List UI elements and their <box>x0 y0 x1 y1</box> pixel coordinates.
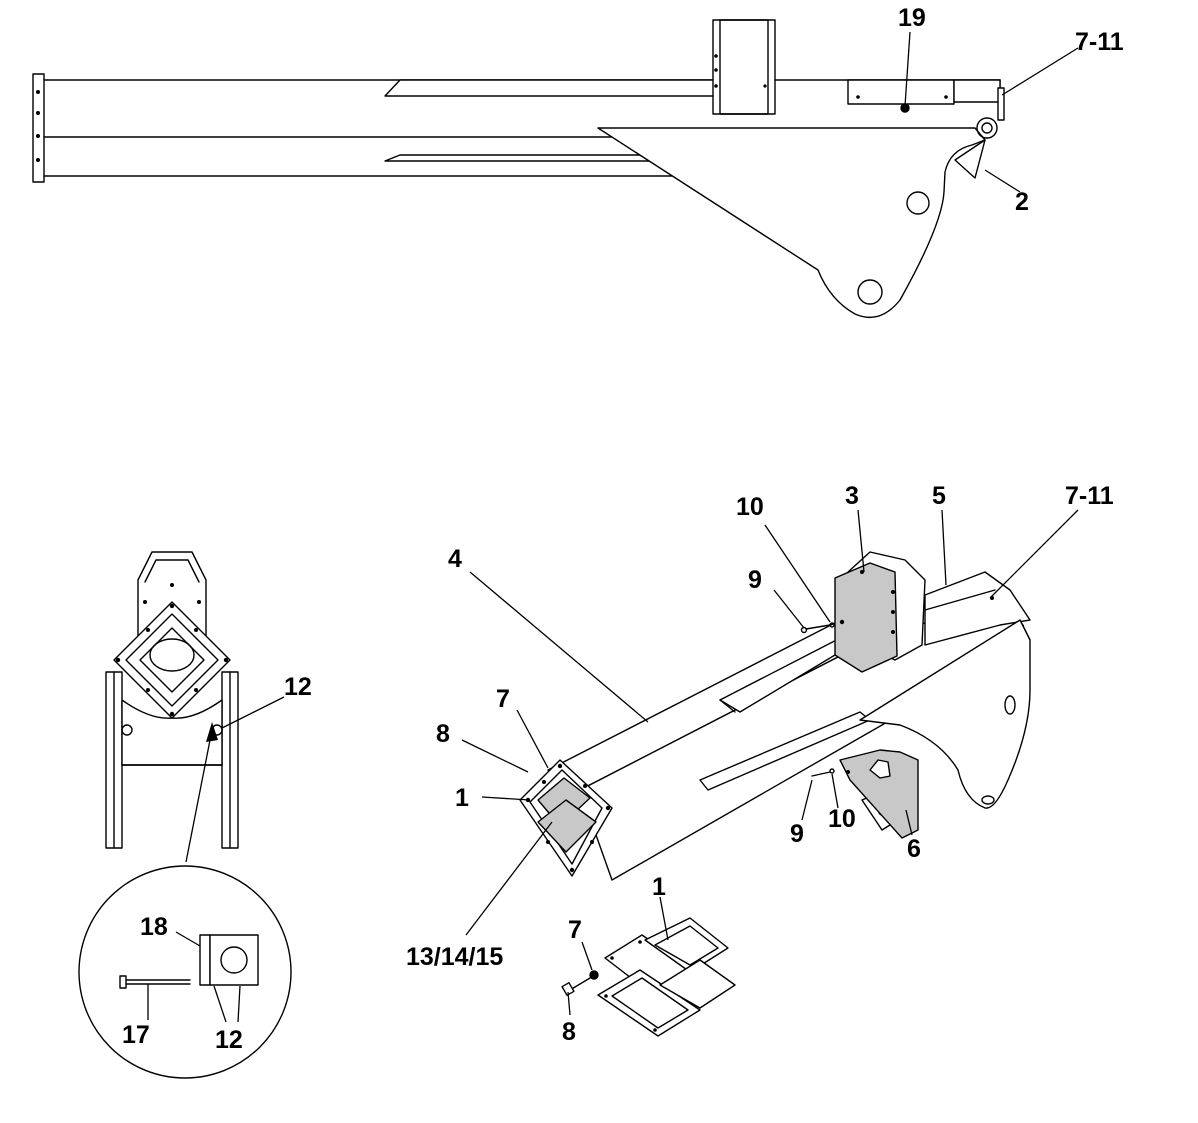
end-view: 12 18 17 12 <box>78 551 312 1079</box>
pad-lower-right <box>659 959 736 1009</box>
detail-callout-17: 17 <box>122 1021 150 1049</box>
iso-side-gusset <box>859 619 1031 809</box>
mount-plate <box>712 19 776 115</box>
upper-pin-hole <box>906 191 930 215</box>
pad-callout-7: 7 <box>568 916 582 944</box>
iso-bracket-3 <box>834 562 898 673</box>
detail-callout-12: 12 <box>215 1026 243 1054</box>
iso-callout-3: 3 <box>845 482 859 510</box>
pivot-pin <box>976 117 998 139</box>
clamp-half-left <box>199 934 211 986</box>
pad-lower-left <box>597 969 701 1037</box>
washer-7 <box>589 970 599 980</box>
upper-wear-strip <box>384 79 721 97</box>
callout-19: 19 <box>898 4 926 32</box>
lower-frame <box>121 699 223 766</box>
iso-callout-1: 1 <box>455 784 469 812</box>
end-plate <box>997 87 1005 121</box>
diamond-frame <box>113 601 231 719</box>
iso-callout-8: 8 <box>436 720 450 748</box>
iso-bolt-9-top <box>805 624 831 630</box>
detail-circle: 18 17 12 <box>78 865 292 1079</box>
side-gusset <box>597 127 986 318</box>
iso-callout-9-bottom: 9 <box>790 820 804 848</box>
detail-callout-18: 18 <box>140 913 168 941</box>
iso-callout-6: 6 <box>907 835 921 863</box>
end-flange <box>32 73 45 183</box>
iso-pad-lower <box>537 799 597 853</box>
bolt-8 <box>569 977 591 991</box>
iso-bolt-9-bottom <box>811 771 831 777</box>
pad-callout-1: 1 <box>652 873 666 901</box>
exploded-pads: 1 7 8 <box>561 873 736 1046</box>
top-bracket <box>847 79 955 105</box>
iso-callout-9-top: 9 <box>748 566 762 594</box>
iso-callout-4: 4 <box>448 545 462 573</box>
iso-cover-5 <box>924 571 1031 646</box>
iso-callout-10-bottom: 10 <box>828 805 856 833</box>
iso-callout-7-11: 7-11 <box>1065 482 1114 510</box>
callout-2: 2 <box>1015 188 1029 216</box>
pad-upper-right <box>644 917 729 973</box>
iso-bracket-6 <box>839 749 919 839</box>
lower-pin-hole <box>857 279 883 305</box>
callout-12: 12 <box>284 673 312 701</box>
iso-view: 4 7 8 1 13/14/15 10 9 3 5 7-11 9 10 6 <box>406 482 1114 971</box>
iso-callout-7: 7 <box>496 685 510 713</box>
pad-callout-8: 8 <box>562 1018 576 1046</box>
iso-callout-10-top: 10 <box>736 493 764 521</box>
part-2-wedge <box>954 139 986 179</box>
side-view: 19 7-11 2 <box>32 4 1124 318</box>
iso-callout-13-14-15: 13/14/15 <box>406 943 503 971</box>
callout-7-11: 7-11 <box>1075 28 1124 56</box>
iso-callout-5: 5 <box>932 482 946 510</box>
